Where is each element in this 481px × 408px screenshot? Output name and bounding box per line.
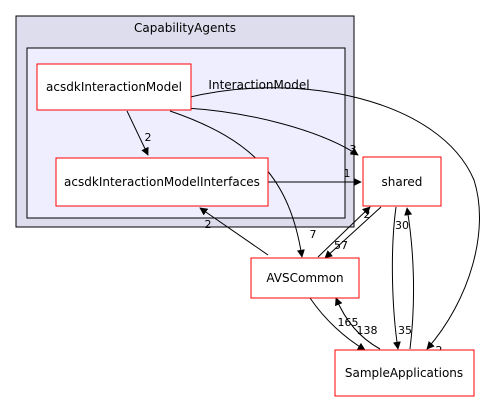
node-acsdk-interaction-model-interfaces-box (55, 157, 269, 207)
edge-shared-to-avscommon-line (324, 206, 382, 259)
node-shared[interactable]: shared (362, 156, 442, 207)
edge-model-to-shared: 3 (185, 107, 359, 156)
edge-interfaces-to-shared-label: 1 (344, 167, 351, 180)
edge-model-to-shared-line (185, 107, 359, 156)
cluster-capability-agents-label: CapabilityAgents (134, 21, 236, 35)
edge-avscommon-to-interfaces: 2 (199, 207, 269, 256)
edge-avscommon-to-interfaces-line (199, 207, 269, 256)
node-acsdk-interaction-model-interfaces-label: acsdkInteractionModelInterfaces (64, 175, 260, 189)
edge-shared-to-sampleapps-label: 35 (398, 324, 412, 337)
edge-avscommon-to-shared-line (317, 206, 371, 258)
edge-sampleapps-to-avscommon-label: 165 (338, 316, 359, 329)
edge-model-to-sampleapps-line (185, 87, 480, 350)
edge-shared-to-avscommon: 57 (324, 206, 382, 259)
edge-shared-to-sampleapps: 35 (391, 206, 412, 350)
edge-shared-to-avscommon-label: 57 (334, 239, 348, 252)
edge-avscommon-to-shared-label: 2 (364, 208, 371, 221)
node-shared-box (362, 156, 442, 207)
edge-interfaces-to-shared: 1 (268, 167, 362, 186)
edge-avscommon-to-sampleapps-label: 138 (357, 324, 378, 337)
edge-shared-to-sampleapps-line (391, 206, 401, 350)
edge-sampleapps-to-avscommon: 165 (335, 297, 381, 350)
edge-model-to-avscommon-label: 7 (310, 228, 317, 241)
node-acsdk-interaction-model-box (36, 63, 192, 111)
edge-sampleapps-to-shared: 30 (395, 207, 415, 350)
edge-model-to-interfaces-label: 2 (145, 131, 152, 144)
node-avs-common[interactable]: AVSCommon (250, 257, 360, 299)
edge-sampleapps-to-avscommon-line (335, 297, 381, 350)
cluster-interaction-model-label: InteractionModel (208, 78, 309, 92)
node-acsdk-interaction-model-interfaces[interactable]: acsdkInteractionModelInterfaces (55, 157, 269, 207)
node-shared-label: shared (382, 175, 423, 189)
node-avs-common-label: AVSCommon (266, 271, 343, 285)
edge-sampleapps-to-shared-label: 30 (395, 219, 409, 232)
edge-model-to-interfaces: 2 (126, 110, 152, 156)
node-acsdk-interaction-model-label: acsdkInteractionModel (46, 80, 182, 94)
edge-sampleapps-to-shared-line (404, 207, 415, 350)
edge-avscommon-to-sampleapps: 138 (309, 297, 378, 351)
node-sample-applications-box (334, 349, 475, 397)
node-avs-common-box (250, 257, 360, 299)
node-sample-applications-label: SampleApplications (345, 366, 463, 380)
edge-avscommon-to-interfaces-label: 2 (205, 218, 212, 231)
node-acsdk-interaction-model[interactable]: acsdkInteractionModel (36, 63, 192, 111)
edge-model-to-shared-label: 3 (350, 143, 357, 156)
edge-avscommon-to-shared: 2 (317, 206, 371, 258)
edge-model-to-interfaces-line (126, 110, 149, 156)
edge-avscommon-to-sampleapps-line (309, 297, 366, 351)
node-sample-applications[interactable]: SampleApplications (334, 349, 475, 397)
